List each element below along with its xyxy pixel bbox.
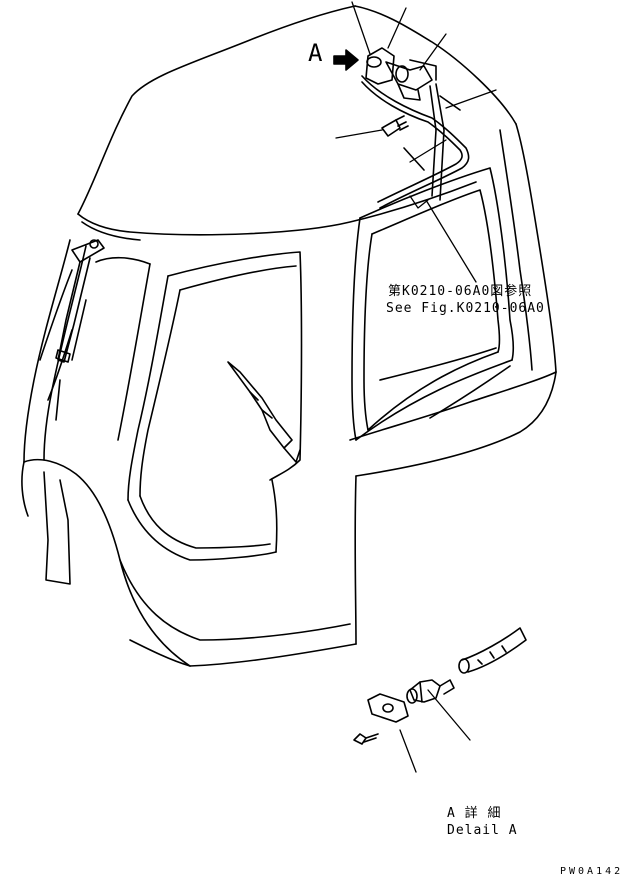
front-wiper bbox=[55, 239, 105, 421]
rear-side-window bbox=[351, 167, 515, 441]
door-wiper bbox=[227, 361, 301, 463]
detail-caption-japanese: A 詳 細 bbox=[447, 806, 502, 821]
door-window bbox=[127, 251, 303, 561]
reference-note-english: See Fig.K0210-06A0 bbox=[386, 301, 545, 316]
reference-note-japanese: 第K0210-06A0図参照 bbox=[388, 284, 533, 299]
drawing-code: PW0A142 bbox=[560, 866, 624, 877]
nozzle-bracket-roof bbox=[365, 47, 437, 101]
view-arrow-a bbox=[333, 49, 359, 71]
roof-screw bbox=[381, 115, 409, 137]
leader-lines bbox=[335, 1, 497, 773]
detail-caption-english: Delail A bbox=[447, 823, 518, 838]
callout-letter-a: A bbox=[308, 39, 323, 67]
detail-a-parts bbox=[353, 627, 527, 745]
cab-body-outline bbox=[21, 5, 557, 667]
washer-hose-routing bbox=[361, 75, 470, 209]
